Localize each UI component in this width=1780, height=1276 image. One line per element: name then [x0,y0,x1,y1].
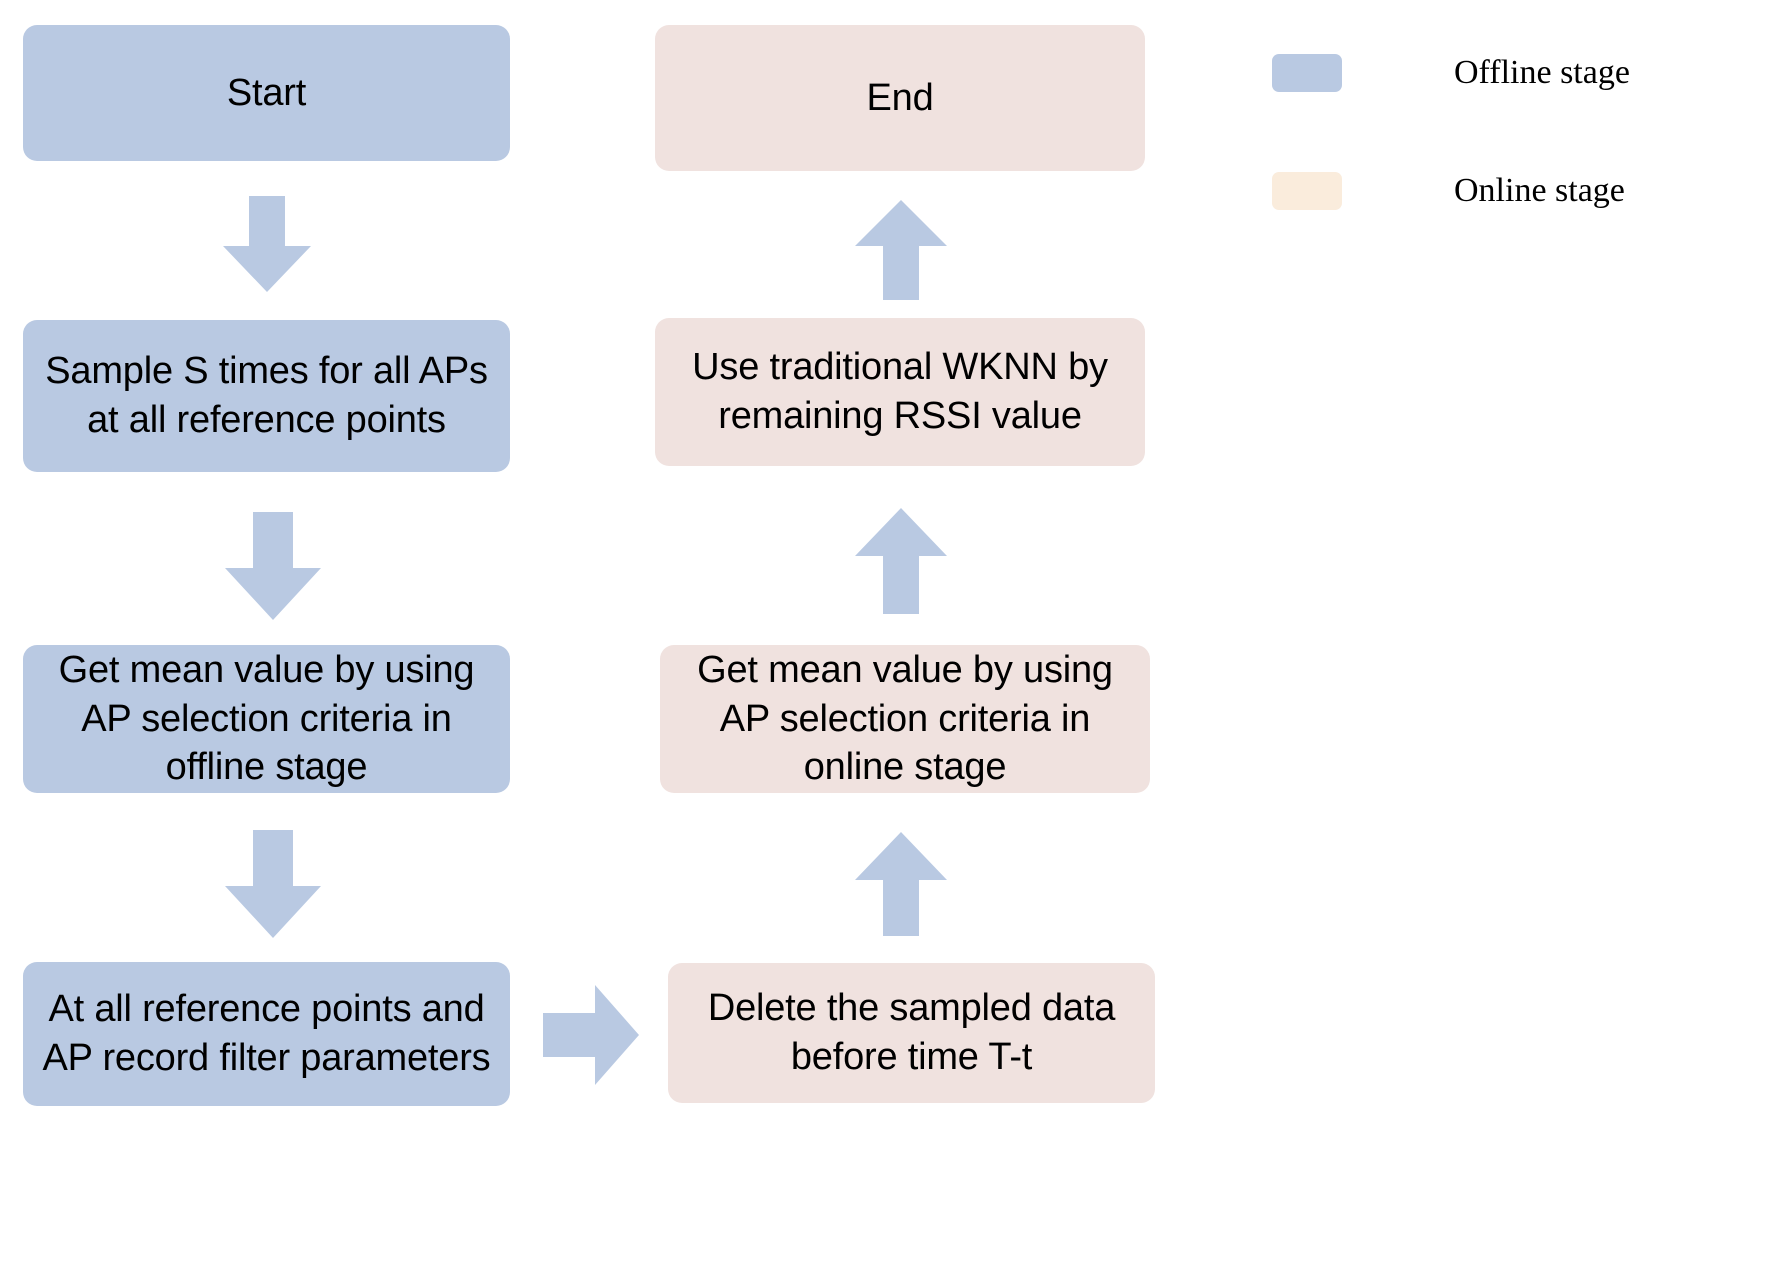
node-delete-sampled-data[interactable]: Delete the sampled data before time T-t [668,963,1155,1103]
legend-swatch-online-icon [1272,172,1342,210]
node-end[interactable]: End [655,25,1145,171]
legend-label-offline: Offline stage [1454,54,1630,91]
legend: Offline stage Online stage [1272,40,1752,210]
arrow-mean-online-to-wknn [855,508,947,614]
node-mean-value-online[interactable]: Get mean value by using AP selection cri… [660,645,1150,793]
legend-item-offline: Offline stage [1272,50,1630,96]
node-mean-value-offline-label: Get mean value by using AP selection cri… [58,649,475,789]
arrow-sample-to-mean-offline [225,512,321,620]
node-start[interactable]: Start [23,25,510,161]
arrow-start-to-sample [223,196,311,292]
node-delete-sampled-data-label: Delete the sampled data before time T-t [707,987,1116,1078]
legend-swatch-offline-icon [1272,54,1342,92]
node-record-filter-parameters[interactable]: At all reference points and AP record fi… [23,962,510,1106]
legend-label-online: Online stage [1454,172,1625,209]
arrow-mean-offline-to-record-filter [225,830,321,938]
node-start-label: Start [226,71,307,114]
arrow-delete-sampled-to-mean-online [855,832,947,936]
node-sample-s-times[interactable]: Sample S times for all APs at all refere… [23,320,510,472]
legend-item-online: Online stage [1272,168,1625,214]
node-use-traditional-wknn-label: Use traditional WKNN by remaining RSSI v… [692,346,1108,437]
node-sample-s-times-label: Sample S times for all APs at all refere… [45,350,488,441]
arrow-record-filter-to-delete-sampled [543,985,639,1085]
node-mean-value-offline[interactable]: Get mean value by using AP selection cri… [23,645,510,793]
arrow-wknn-to-end [855,200,947,300]
node-end-label: End [866,76,934,119]
node-use-traditional-wknn[interactable]: Use traditional WKNN by remaining RSSI v… [655,318,1145,466]
node-mean-value-online-label: Get mean value by using AP selection cri… [697,649,1113,789]
node-record-filter-parameters-label: At all reference points and AP record fi… [42,988,491,1079]
